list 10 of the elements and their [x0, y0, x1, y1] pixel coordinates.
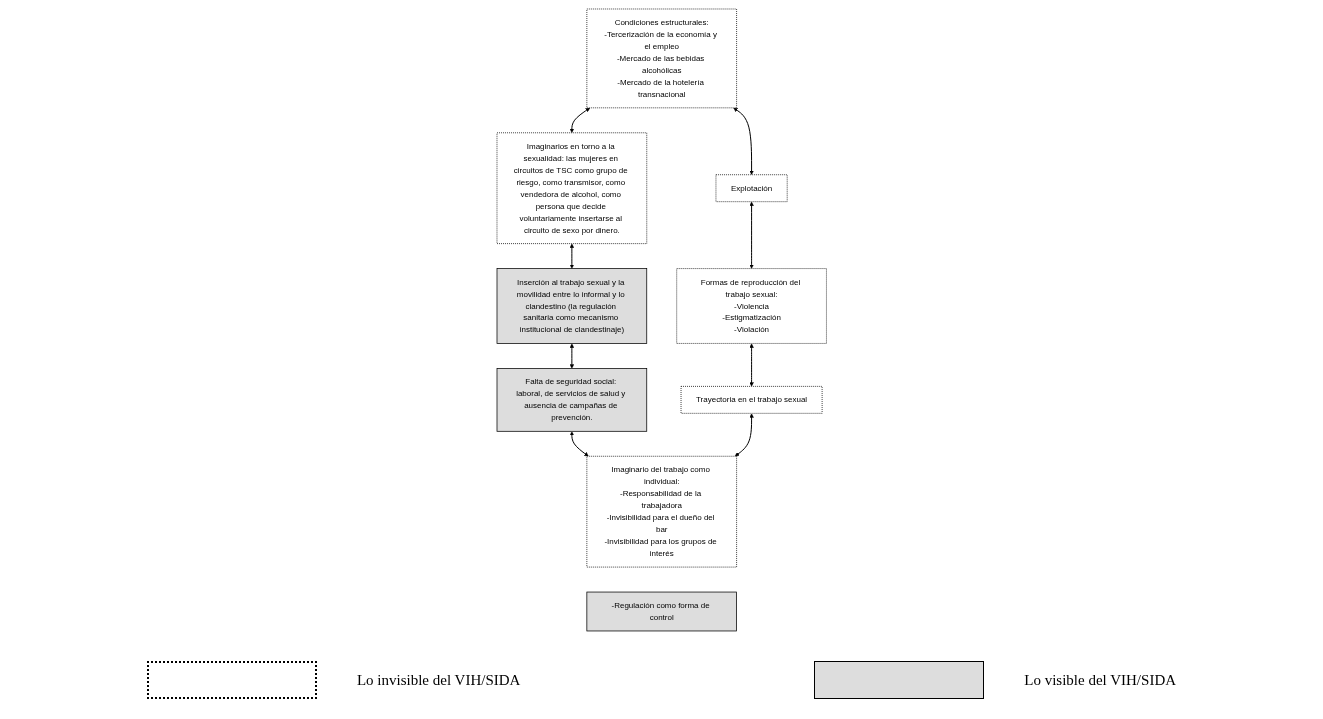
arrow [569, 431, 589, 457]
legend-label: Lo visible del VIH/SIDA [1024, 671, 1177, 689]
arrow [569, 243, 574, 269]
arrow [749, 343, 754, 387]
arrow [734, 413, 754, 457]
arrow [733, 107, 754, 175]
legend-label: Lo invisible del VIH/SIDA [356, 671, 521, 689]
arrow [569, 343, 574, 369]
arrow [749, 201, 754, 269]
arrow [569, 107, 590, 133]
